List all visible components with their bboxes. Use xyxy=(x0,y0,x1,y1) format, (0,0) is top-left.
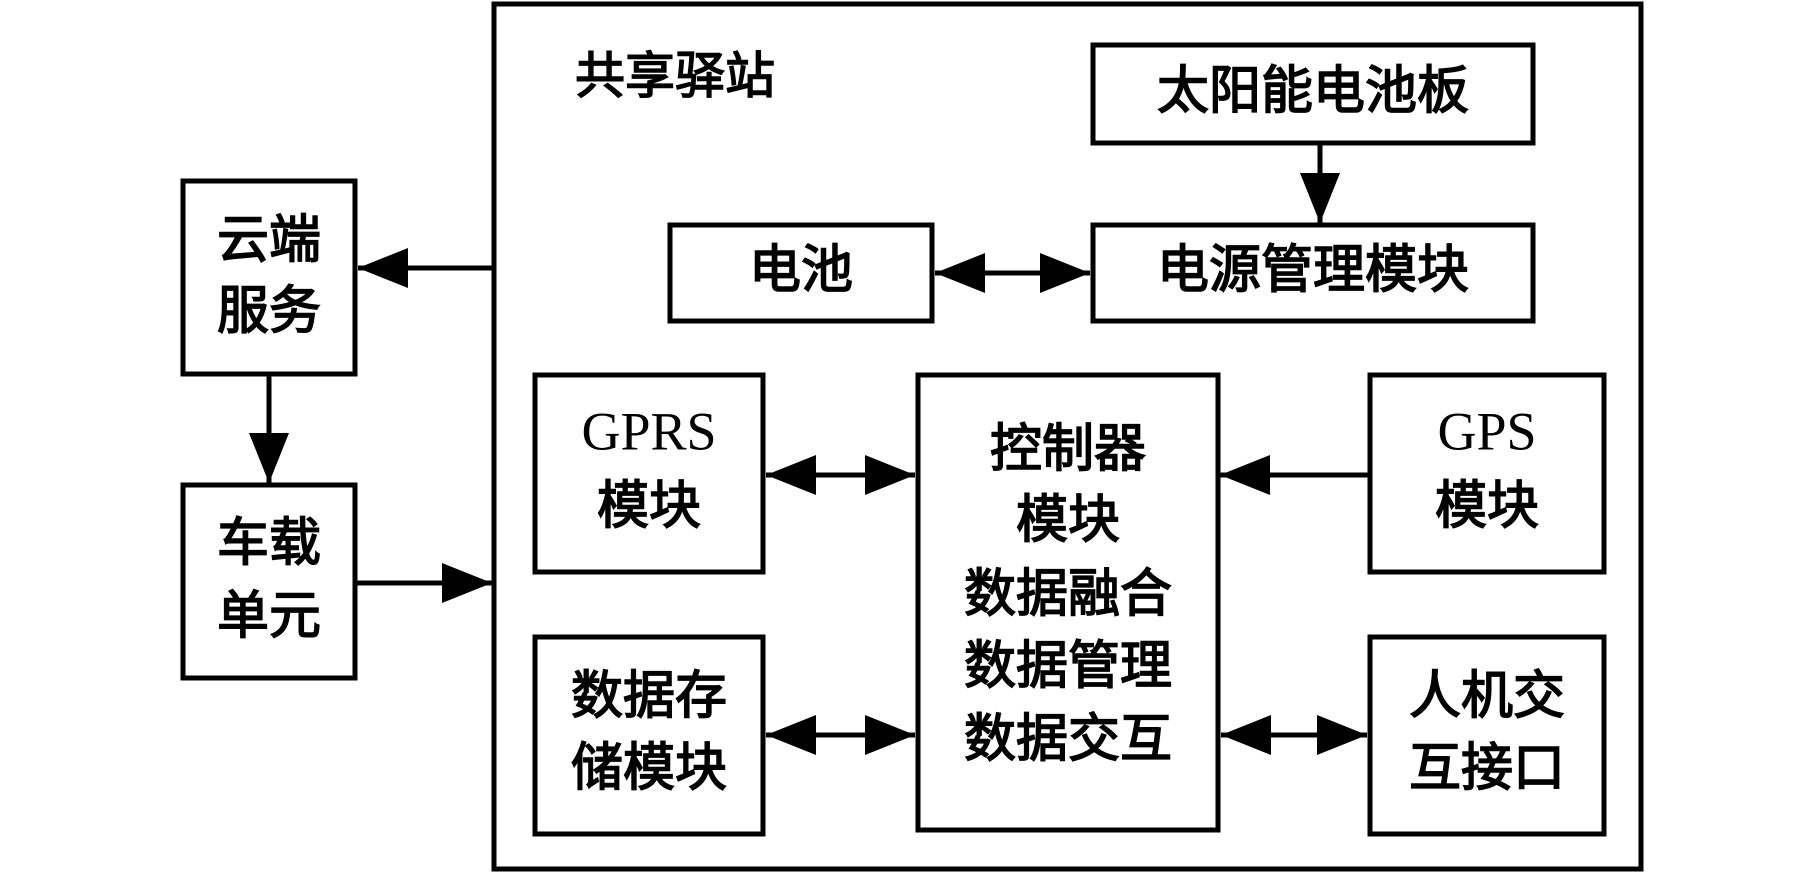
gps-label-line-1: GPS xyxy=(1437,401,1536,461)
gprs-label-line-2: 模块 xyxy=(597,476,701,537)
solar-panel-block: 太阳能电池板 xyxy=(1090,42,1536,146)
station-title: 共享驿站 xyxy=(575,46,775,105)
hmi-label-line-1: 人机交 xyxy=(1409,666,1565,727)
controller-label-line-1: 控制器 xyxy=(990,419,1147,480)
gps-label-line-2: 模块 xyxy=(1435,476,1539,537)
vehicle-unit-block: 车载 单元 xyxy=(180,482,358,681)
gps-module-block: GPS 模块 xyxy=(1367,372,1607,575)
controller-label-line-5: 数据交互 xyxy=(964,709,1172,770)
battery-label: 电池 xyxy=(749,240,853,301)
controller-label-line-2: 模块 xyxy=(1016,490,1120,551)
shared-station-frame xyxy=(491,1,1644,872)
vehicle-label-line-1: 车载 xyxy=(217,513,321,574)
hmi-block: 人机交 互接口 xyxy=(1367,634,1607,837)
cloud-label-line-1: 云端 xyxy=(217,210,321,271)
cloud-label-line-2: 服务 xyxy=(217,281,321,342)
storage-module-block: 数据存 储模块 xyxy=(532,634,766,837)
hmi-label-line-2: 互接口 xyxy=(1409,738,1565,799)
power-management-label: 电源管理模块 xyxy=(1157,240,1469,301)
controller-block: 控制器 模块 数据融合 数据管理 数据交互 xyxy=(915,372,1221,833)
gprs-label-line-1: GPRS xyxy=(581,401,716,461)
controller-label-line-4: 数据管理 xyxy=(964,636,1172,697)
controller-label-line-3: 数据融合 xyxy=(964,564,1172,625)
battery-block: 电池 xyxy=(667,222,935,324)
power-management-block: 电源管理模块 xyxy=(1090,222,1536,324)
solar-panel-label: 太阳能电池板 xyxy=(1157,61,1469,122)
gprs-module-block: GPRS 模块 xyxy=(532,372,766,575)
storage-label-line-1: 数据存 xyxy=(571,666,727,727)
cloud-service-block: 云端 服务 xyxy=(180,178,358,377)
vehicle-label-line-2: 单元 xyxy=(217,586,321,647)
storage-label-line-2: 储模块 xyxy=(571,738,727,799)
